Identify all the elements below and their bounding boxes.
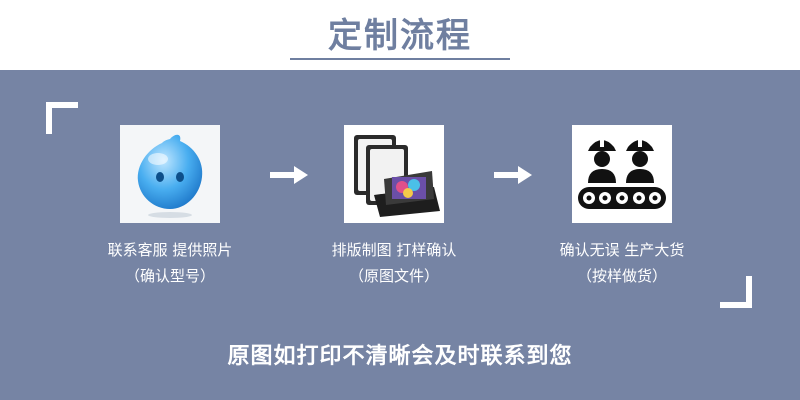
step-1-title: 联系客服 提供照片: [107, 241, 233, 259]
step-3-title: 确认无误 生产大货: [559, 241, 685, 259]
header: 定制流程: [0, 0, 800, 70]
page-title: 定制流程: [328, 16, 472, 56]
chat-mascot-icon: [137, 134, 203, 218]
step-2-title: 排版制图 打样确认: [331, 241, 457, 259]
step-2-image: [344, 125, 444, 223]
arrow-right-icon: [494, 166, 532, 184]
step-1-subtitle: （确认型号）: [124, 267, 215, 285]
tablet-case-icon: [354, 135, 440, 217]
arrow-right-icon: [270, 166, 308, 184]
corner-bracket-bottom-right: [720, 276, 752, 308]
step-2-subtitle: （原图文件）: [348, 267, 439, 285]
corner-bracket-top-left: [46, 102, 78, 134]
footer-note: 原图如打印不清晰会及时联系到您: [227, 344, 573, 369]
step-3-subtitle: （按样做货）: [576, 267, 667, 285]
step-1-image: [120, 125, 220, 223]
step-3-image: [572, 125, 672, 223]
process-panel: 联系客服 提供照片 （确认型号） 排版制图 打样确认 （原图文件） 确认无误 生…: [0, 70, 800, 400]
workers-conveyor-icon: [578, 137, 666, 209]
title-underline: [290, 58, 510, 60]
